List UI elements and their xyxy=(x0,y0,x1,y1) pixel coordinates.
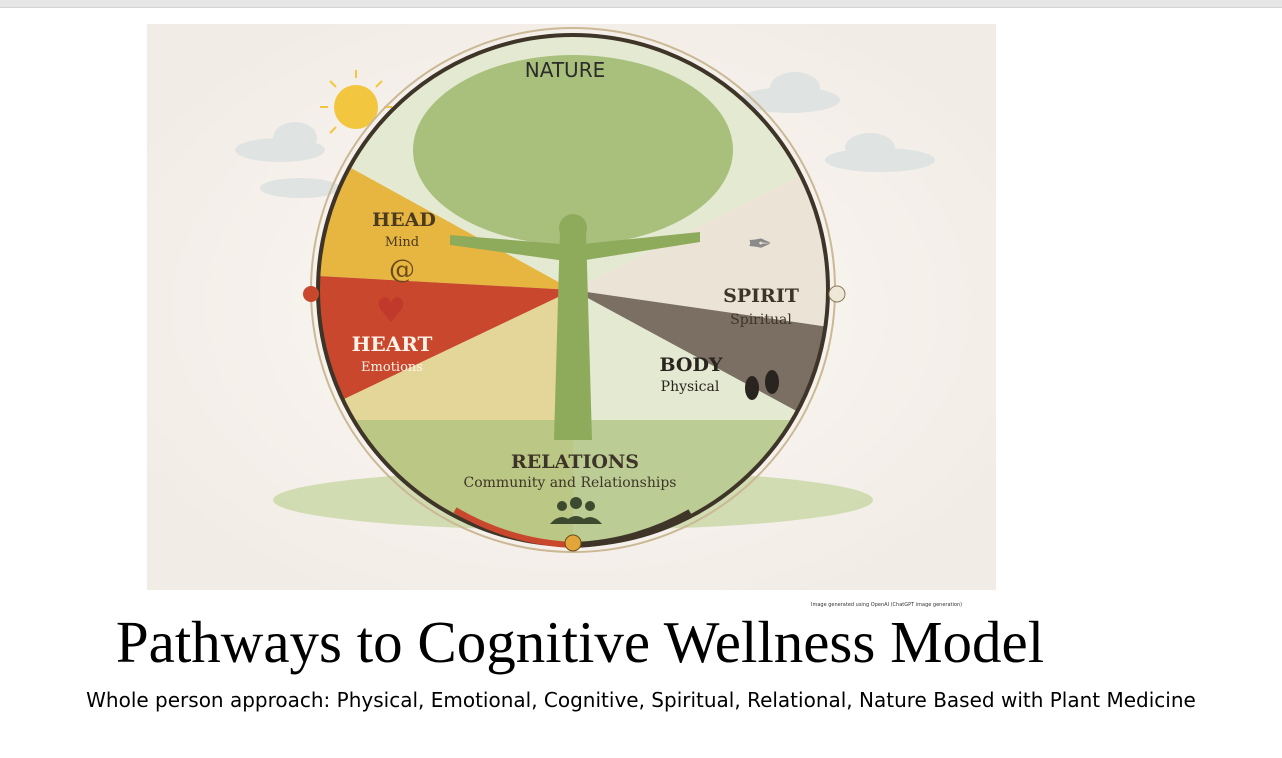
relations-title: RELATIONS xyxy=(511,451,639,473)
page-subtitle: Whole person approach: Physical, Emotion… xyxy=(86,688,1196,712)
cloud-icon xyxy=(235,72,935,198)
tree-person-figure xyxy=(413,55,733,440)
body-segment xyxy=(573,290,828,440)
wellness-wheel-svg: NATURE HEAD Mind @ ♥ HEART Emotions ✒ SP… xyxy=(147,24,996,590)
spirit-subtitle: Spiritual xyxy=(730,312,792,328)
head-subtitle: Mind xyxy=(385,235,419,250)
heart-subtitle: Emotions xyxy=(361,360,423,375)
wellness-wheel-illustration: NATURE HEAD Mind @ ♥ HEART Emotions ✒ SP… xyxy=(147,24,996,590)
spirit-title: SPIRIT xyxy=(723,285,799,307)
head-title: HEAD xyxy=(372,209,436,231)
page-title: Pathways to Cognitive Wellness Model xyxy=(115,609,1045,675)
heart-segment xyxy=(318,275,573,420)
footprints-icon xyxy=(745,370,779,400)
heart-icon: ♥ xyxy=(376,291,406,331)
body-subtitle: Physical xyxy=(661,379,720,395)
feather-icon: ✒ xyxy=(747,227,772,262)
spiral-icon: @ xyxy=(389,255,415,285)
relations-subtitle: Community and Relationships xyxy=(464,475,677,491)
sun-icon xyxy=(320,70,392,134)
body-title: BODY xyxy=(659,354,722,376)
spirit-segment xyxy=(573,150,828,330)
people-icon xyxy=(550,497,602,524)
heart-title: HEART xyxy=(352,332,433,356)
image-credit: Image generated using OpenAI (ChatGPT im… xyxy=(811,602,963,608)
window-top-bar xyxy=(0,0,1282,8)
nature-label: NATURE xyxy=(525,58,605,82)
